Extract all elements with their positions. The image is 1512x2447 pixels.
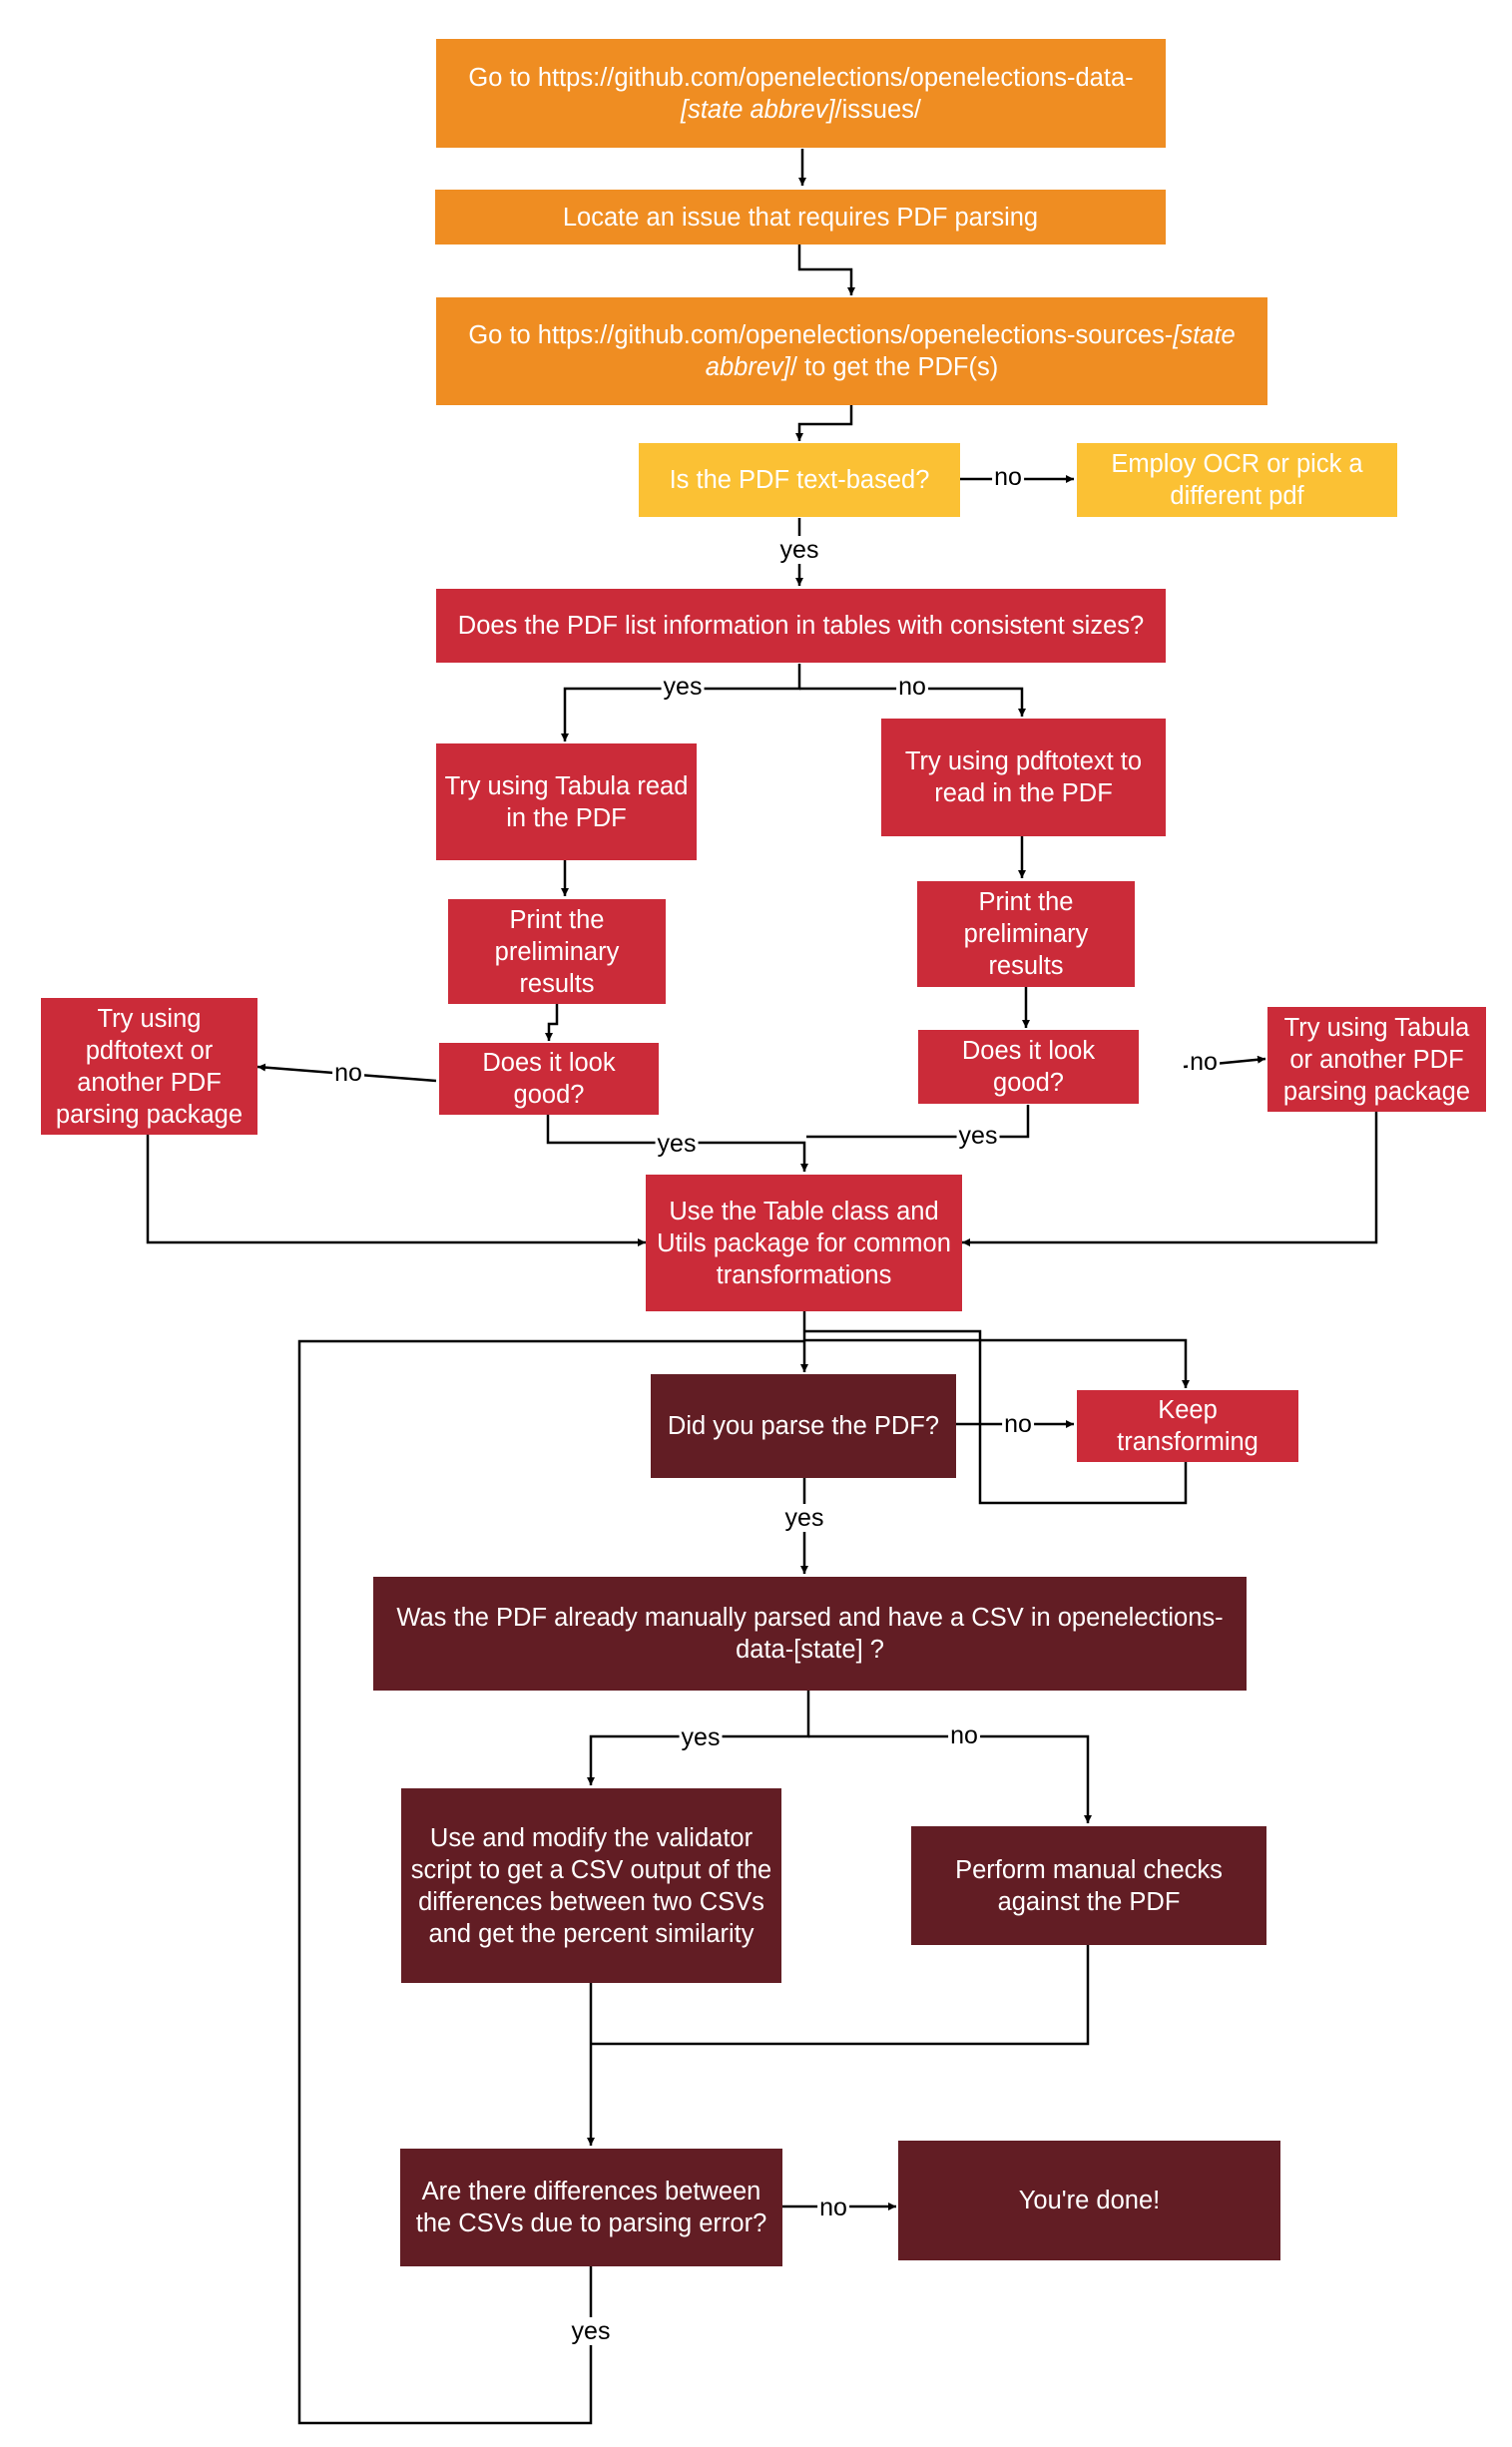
goto-sources-text: Go to https://github.com/openelections/o… — [468, 321, 1174, 349]
edge-label-right-no: no — [1188, 1048, 1220, 1076]
edge-diff-yes-loop — [297, 1339, 804, 2425]
look-good-right-text: Does it look good? — [961, 1037, 1096, 1097]
keep-transforming-box: Keep transforming — [1077, 1390, 1298, 1462]
edge-label-parse-yes: yes — [782, 1504, 826, 1532]
try-pdftotext-text: Try using pdftotext to read in the PDF — [904, 747, 1143, 807]
goto-issues-box: Go to https://github.com/openelections/o… — [436, 39, 1166, 148]
tables-consistent-text: Does the PDF list information in tables … — [457, 612, 1145, 640]
alt-tabula-box: Try using Tabula or another PDF parsing … — [1267, 1007, 1486, 1112]
edge-tables-no — [799, 687, 1026, 717]
did-parse-text: Did you parse the PDF? — [667, 1412, 940, 1440]
edge-csv-no — [808, 1734, 1092, 1823]
goto-sources-state-abbrev: [state abbrev] — [705, 321, 1236, 381]
alt-pdftotext-box: Try using pdftotext or another PDF parsi… — [41, 998, 257, 1135]
text-based-text: Is the PDF text-based? — [669, 466, 930, 494]
look-good-left-text: Does it look good? — [482, 1049, 616, 1109]
edge-label-text-based-no: no — [992, 463, 1024, 491]
text-based-box: Is the PDF text-based? — [639, 443, 960, 517]
edge-label-right-yes: yes — [956, 1122, 1000, 1150]
edge-sources-to-textbased — [795, 405, 853, 441]
done-text: You're done! — [1018, 2187, 1161, 2214]
did-parse-box: Did you parse the PDF? — [651, 1374, 956, 1478]
edge-label-diff-no: no — [817, 2194, 849, 2221]
employ-ocr-text: Employ OCR or pick a different pdf — [1111, 450, 1363, 510]
edge-label-csv-no: no — [948, 1721, 980, 1749]
edge-label-csv-yes: yes — [679, 1723, 723, 1751]
look-good-right-box: Does it look good? — [918, 1030, 1139, 1104]
try-pdftotext-box: Try using pdftotext to read in the PDF — [881, 719, 1166, 836]
print-results-right-box: Print the preliminary results — [917, 881, 1135, 987]
print-results-right-text: Print the preliminary results — [963, 888, 1089, 980]
keep-transforming-text: Keep transforming — [1117, 1396, 1259, 1456]
edge-alt-pdftotext-to-table — [146, 1135, 646, 1246]
print-results-left-text: Print the preliminary results — [494, 905, 620, 998]
locate-issue-box: Locate an issue that requires PDF parsin… — [435, 190, 1166, 245]
validator-box: Use and modify the validator script to g… — [401, 1788, 781, 1983]
edge-label-parse-no: no — [1002, 1410, 1034, 1438]
look-good-left-box: Does it look good? — [439, 1043, 659, 1115]
manual-checks-box: Perform manual checks against the PDF — [911, 1826, 1266, 1945]
edge-locate-to-sources — [797, 244, 855, 295]
edge-label-left-no: no — [332, 1059, 364, 1087]
edge-label-tables-no: no — [896, 673, 928, 701]
locate-issue-text: Locate an issue that requires PDF parsin… — [562, 203, 1039, 232]
tables-consistent-box: Does the PDF list information in tables … — [436, 589, 1166, 663]
goto-issues-text: Go to https://github.com/openelections/o… — [468, 63, 1134, 92]
try-tabula-text: Try using Tabula read in the PDF — [444, 771, 689, 832]
done-box: You're done! — [898, 2141, 1280, 2260]
edge-label-left-yes: yes — [655, 1130, 699, 1158]
edge-alt-tabula-to-table — [962, 1111, 1378, 1246]
edge-label-diff-yes: yes — [569, 2317, 613, 2345]
goto-issues-tail: /issues/ — [834, 95, 921, 124]
edge-print-to-look-left — [545, 1004, 559, 1041]
edge-label-text-based-yes: yes — [777, 536, 821, 564]
table-class-text: Use the Table class and Utils package fo… — [657, 1197, 951, 1289]
manual-checks-text: Perform manual checks against the PDF — [955, 1855, 1223, 1916]
try-tabula-box: Try using Tabula read in the PDF — [436, 743, 697, 860]
employ-ocr-box: Employ OCR or pick a different pdf — [1077, 443, 1397, 517]
edge-keep-loop — [804, 1329, 1188, 1505]
goto-issues-state-abbrev: [state abbrev] — [681, 95, 835, 124]
edge-manual-to-diff — [591, 1944, 1090, 2046]
edge-right-yes — [806, 1105, 1030, 1139]
table-class-box: Use the Table class and Utils package fo… — [646, 1175, 962, 1311]
print-results-left-box: Print the preliminary results — [448, 899, 666, 1004]
edge-label-tables-yes: yes — [661, 673, 705, 701]
differences-box: Are there differences between the CSVs d… — [400, 2149, 782, 2266]
alt-tabula-text: Try using Tabula or another PDF parsing … — [1282, 1013, 1471, 1106]
validator-text: Use and modify the validator script to g… — [410, 1823, 772, 1948]
goto-sources-box: Go to https://github.com/openelections/o… — [436, 297, 1267, 405]
differences-text: Are there differences between the CSVs d… — [415, 2178, 767, 2237]
edge-table-to-keep — [804, 1338, 1190, 1388]
alt-pdftotext-text: Try using pdftotext or another PDF parsi… — [55, 1004, 244, 1129]
goto-sources-tail: / to get the PDF(s) — [789, 353, 999, 381]
already-parsed-text: Was the PDF already manually parsed and … — [396, 1604, 1224, 1664]
already-parsed-box: Was the PDF already manually parsed and … — [373, 1577, 1247, 1691]
